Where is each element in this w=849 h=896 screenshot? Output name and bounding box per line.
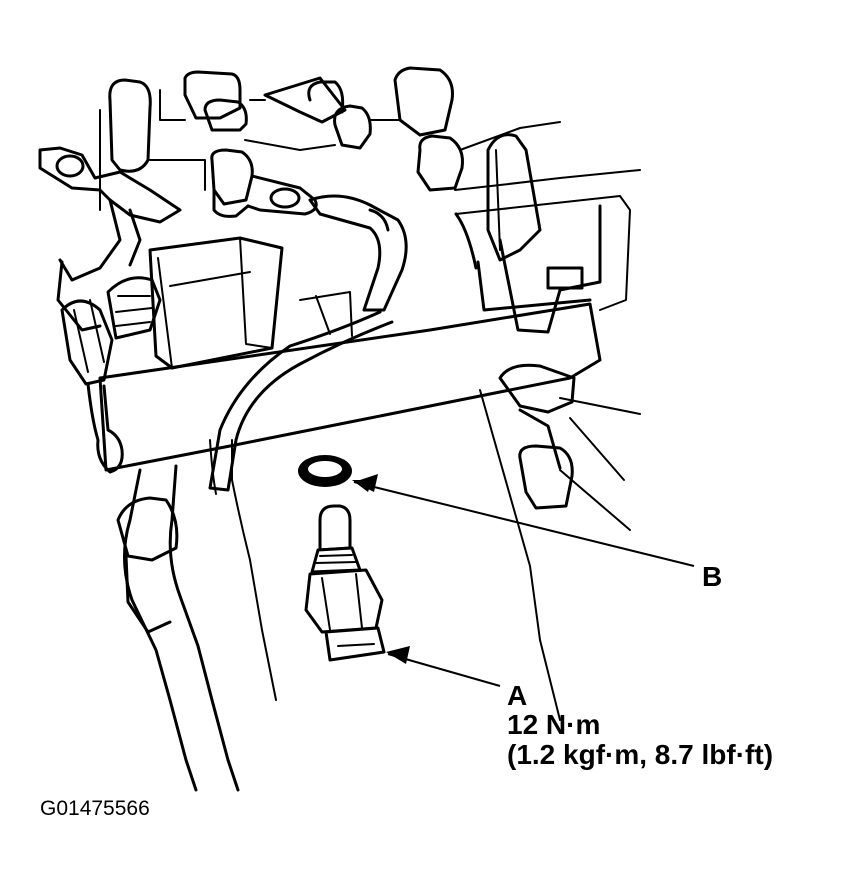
ground-bolt bbox=[210, 148, 318, 218]
torque-spec-nm: 12 N·m bbox=[507, 709, 601, 740]
torque-spec-alt: (1.2 kgf·m, 8.7 lbf·ft) bbox=[507, 739, 774, 770]
figure-id: G01475566 bbox=[40, 797, 150, 820]
right-hardware bbox=[479, 363, 641, 721]
o-ring-b bbox=[298, 455, 352, 487]
wire-harness bbox=[208, 194, 408, 492]
upper-casting bbox=[99, 66, 641, 211]
lower-pipes bbox=[116, 439, 277, 792]
sensor-a bbox=[304, 504, 386, 662]
callout-a-label: A bbox=[507, 680, 528, 711]
left-bracket bbox=[38, 146, 182, 474]
callout-b-label: B bbox=[702, 561, 723, 592]
connector-box bbox=[106, 236, 284, 370]
leader-lines bbox=[352, 474, 695, 687]
